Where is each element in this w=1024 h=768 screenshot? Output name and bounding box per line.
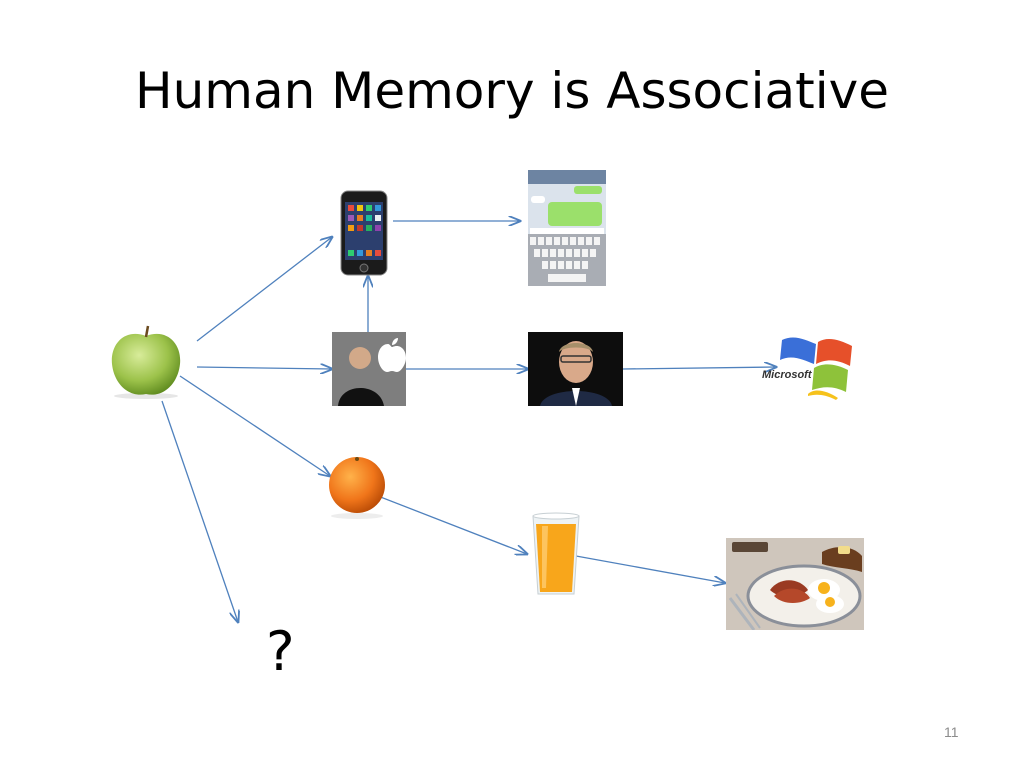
slide-page-number: 11 [944,724,959,740]
arrow-apple-phone [196,237,332,342]
arrow-juice-breakfast [564,553,725,583]
microsoft-logo-image: Microsoft [762,330,862,409]
arrow-apple-jobs [196,367,332,369]
slide-title: Human Memory is Associative [134,62,890,120]
sms-screen-image [528,170,606,291]
arrow-apple-question [161,400,238,622]
iphone-image [340,190,388,281]
arrow-orange-juice [377,495,527,554]
steve-jobs-image [332,332,406,411]
arrow-gates-microsoft [622,367,776,369]
orange-image [326,452,388,525]
bill-gates-image [528,332,623,411]
green-apple-image [105,322,187,405]
orange-juice-image [530,512,582,603]
question-mark: ? [266,620,295,683]
microsoft-logo-text: Microsoft [762,369,813,381]
breakfast-image [726,538,864,635]
arrow-apple-orange [179,375,330,476]
